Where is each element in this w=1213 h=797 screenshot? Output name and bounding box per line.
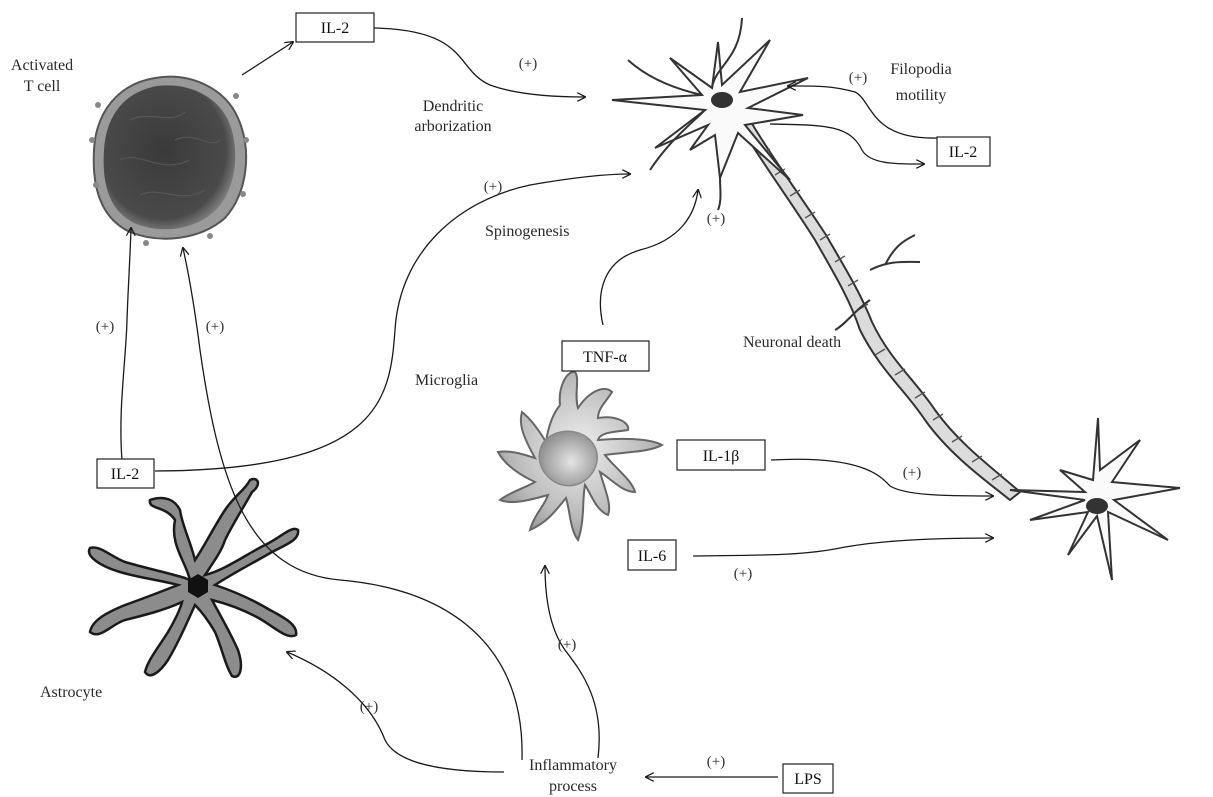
plus-sign: (+) [96, 319, 114, 335]
plus-sign: (+) [360, 699, 378, 715]
tnf-box: TNF-α [562, 341, 649, 371]
t-cell-label-line1: Activated [11, 57, 73, 74]
il2-top-box: IL-2 [296, 13, 374, 42]
il6-box: IL-6 [628, 540, 676, 570]
upper-neuron [612, 18, 1020, 500]
filopodia-label-line2: motility [896, 87, 947, 104]
il2-right-box: IL-2 [937, 137, 990, 166]
il6-text: IL-6 [638, 548, 666, 565]
filopodia-label-line1: Filopodia [890, 61, 951, 78]
tnf-text: TNF-α [583, 349, 628, 366]
plus-sign: (+) [206, 319, 224, 335]
arrows [121, 28, 993, 777]
il2-right-text: IL-2 [949, 144, 977, 161]
lps-text: LPS [794, 771, 822, 788]
microglia-label: Microglia [415, 372, 478, 389]
dendritic-label-line1: Dendritic [423, 98, 483, 115]
plus-sign: (+) [558, 637, 576, 653]
t-cell-label-line2: T cell [24, 78, 61, 95]
plus-sign: (+) [903, 465, 921, 481]
t-cell [89, 77, 249, 246]
il1b-box: IL-1β [677, 440, 765, 470]
plus-sign: (+) [707, 754, 725, 770]
inflammatory-label-line1: Inflammatory [529, 757, 617, 774]
lower-neuron [1010, 418, 1180, 580]
plus-sign: (+) [484, 179, 502, 195]
spinogenesis-label: Spinogenesis [485, 223, 569, 240]
astrocyte [89, 479, 298, 677]
il2-left-box: IL-2 [97, 459, 154, 488]
plus-sign: (+) [849, 70, 867, 86]
inflammatory-label-line2: process [549, 778, 597, 795]
il2-top-text: IL-2 [321, 20, 349, 37]
il1b-text: IL-1β [703, 448, 740, 465]
il2-left-text: IL-2 [111, 466, 139, 483]
plus-sign: (+) [734, 566, 752, 582]
neuronal-death-label: Neuronal death [743, 334, 841, 351]
dendritic-label-line2: arborization [414, 118, 491, 135]
lps-box: LPS [783, 764, 833, 793]
plus-sign: (+) [519, 56, 537, 72]
astrocyte-label: Astrocyte [40, 684, 102, 701]
microglia [498, 372, 662, 540]
plus-sign: (+) [707, 211, 725, 227]
